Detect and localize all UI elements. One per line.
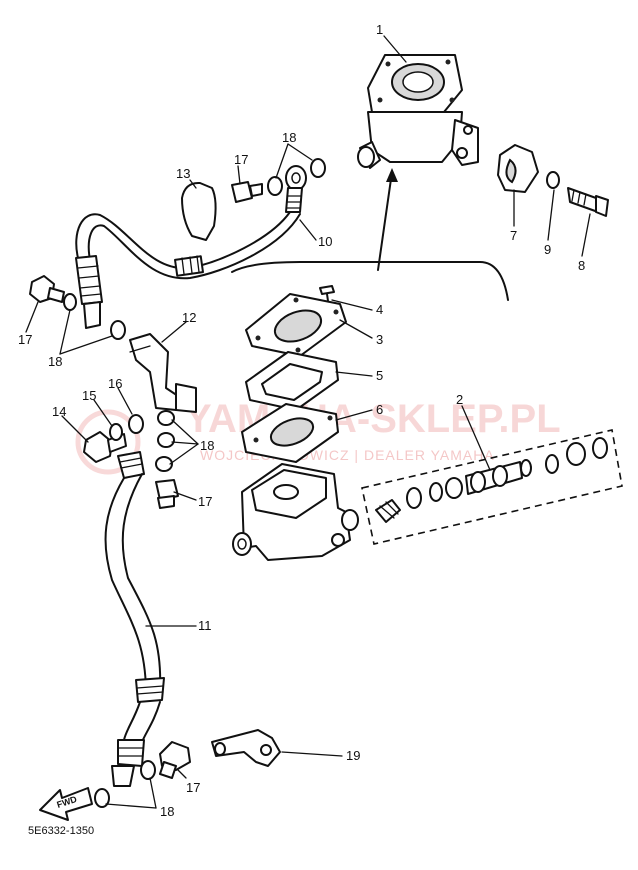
master-cylinder-body <box>367 111 463 163</box>
callout-18-top: 18 <box>282 130 296 145</box>
piston-kit-box <box>361 429 623 545</box>
washer-9 <box>546 171 560 189</box>
forward-arrow: FWD <box>39 787 93 821</box>
callout-labels: 1 2 3 4 5 6 7 8 9 10 11 12 13 14 15 16 1… <box>18 22 585 819</box>
part-code: 5E6332-1350 <box>28 825 94 837</box>
callout-8: 8 <box>578 258 585 273</box>
gasket-18-mid-2 <box>157 432 175 448</box>
callout-11: 11 <box>198 618 212 633</box>
banjo-port <box>357 146 375 168</box>
callout-18-mid: 18 <box>200 438 214 453</box>
callout-17-bottom: 17 <box>186 780 200 795</box>
gasket-18-left-1 <box>63 293 77 311</box>
leader-lines <box>25 35 591 809</box>
banjo-fitting-top <box>285 165 307 213</box>
callout-9: 9 <box>544 242 551 257</box>
union-bolt-17-bottom <box>159 741 191 779</box>
master-cylinder-body-exploded <box>232 463 359 561</box>
master-cylinder-assembly-top <box>357 54 479 169</box>
callout-17-top: 17 <box>234 152 248 167</box>
watermark-dealer: WOJCIECH KOWICZ | DEALER YAMAHA <box>200 447 495 463</box>
gasket-18-mid-1 <box>157 410 175 426</box>
callout-5: 5 <box>376 368 383 383</box>
union-bolt-17-mid <box>155 479 179 509</box>
washer-16 <box>128 414 144 434</box>
union-bolt-17-top <box>231 181 263 203</box>
gasket-18-top-1 <box>267 176 283 196</box>
callout-10: 10 <box>318 234 332 249</box>
lever-19 <box>211 729 281 767</box>
arrow-to-master-cylinder <box>377 171 393 271</box>
watermark-logo-ring <box>75 409 141 475</box>
callout-7: 7 <box>510 228 517 243</box>
callout-18-bottom: 18 <box>160 804 174 819</box>
piston-kit-2 <box>375 437 608 523</box>
holder-clamp <box>497 144 539 193</box>
callout-14: 14 <box>52 404 66 419</box>
callout-15: 15 <box>82 388 96 403</box>
gasket-18-top-2 <box>310 158 326 178</box>
bolt-8 <box>567 187 609 217</box>
washer-15 <box>109 423 123 441</box>
callout-2: 2 <box>456 392 463 407</box>
callout-1: 1 <box>376 22 383 37</box>
boot-13 <box>181 181 217 241</box>
group-bracket <box>231 261 509 301</box>
callout-17-left: 17 <box>18 332 32 347</box>
callout-18-left: 18 <box>48 354 62 369</box>
callout-16: 16 <box>108 376 122 391</box>
callout-17-mid: 17 <box>198 494 212 509</box>
brake-hose-11 <box>104 451 165 787</box>
gasket-18-bottom-1 <box>94 788 110 808</box>
union-bolt-17-left <box>29 275 65 303</box>
gasket-18-bottom-2 <box>140 760 156 780</box>
callout-6: 6 <box>376 402 383 417</box>
watermark-brand: YAMAHA-SKLEP.PL <box>185 397 561 441</box>
callout-12: 12 <box>182 310 196 325</box>
callout-3: 3 <box>376 332 383 347</box>
callout-4: 4 <box>376 302 383 317</box>
gasket-18-mid-3 <box>155 456 173 472</box>
callout-19: 19 <box>346 748 360 763</box>
brake-pipe-12 <box>129 333 197 413</box>
callout-13: 13 <box>176 166 190 181</box>
brake-hose-10 <box>75 211 301 329</box>
gasket-18-left-2 <box>110 320 126 340</box>
